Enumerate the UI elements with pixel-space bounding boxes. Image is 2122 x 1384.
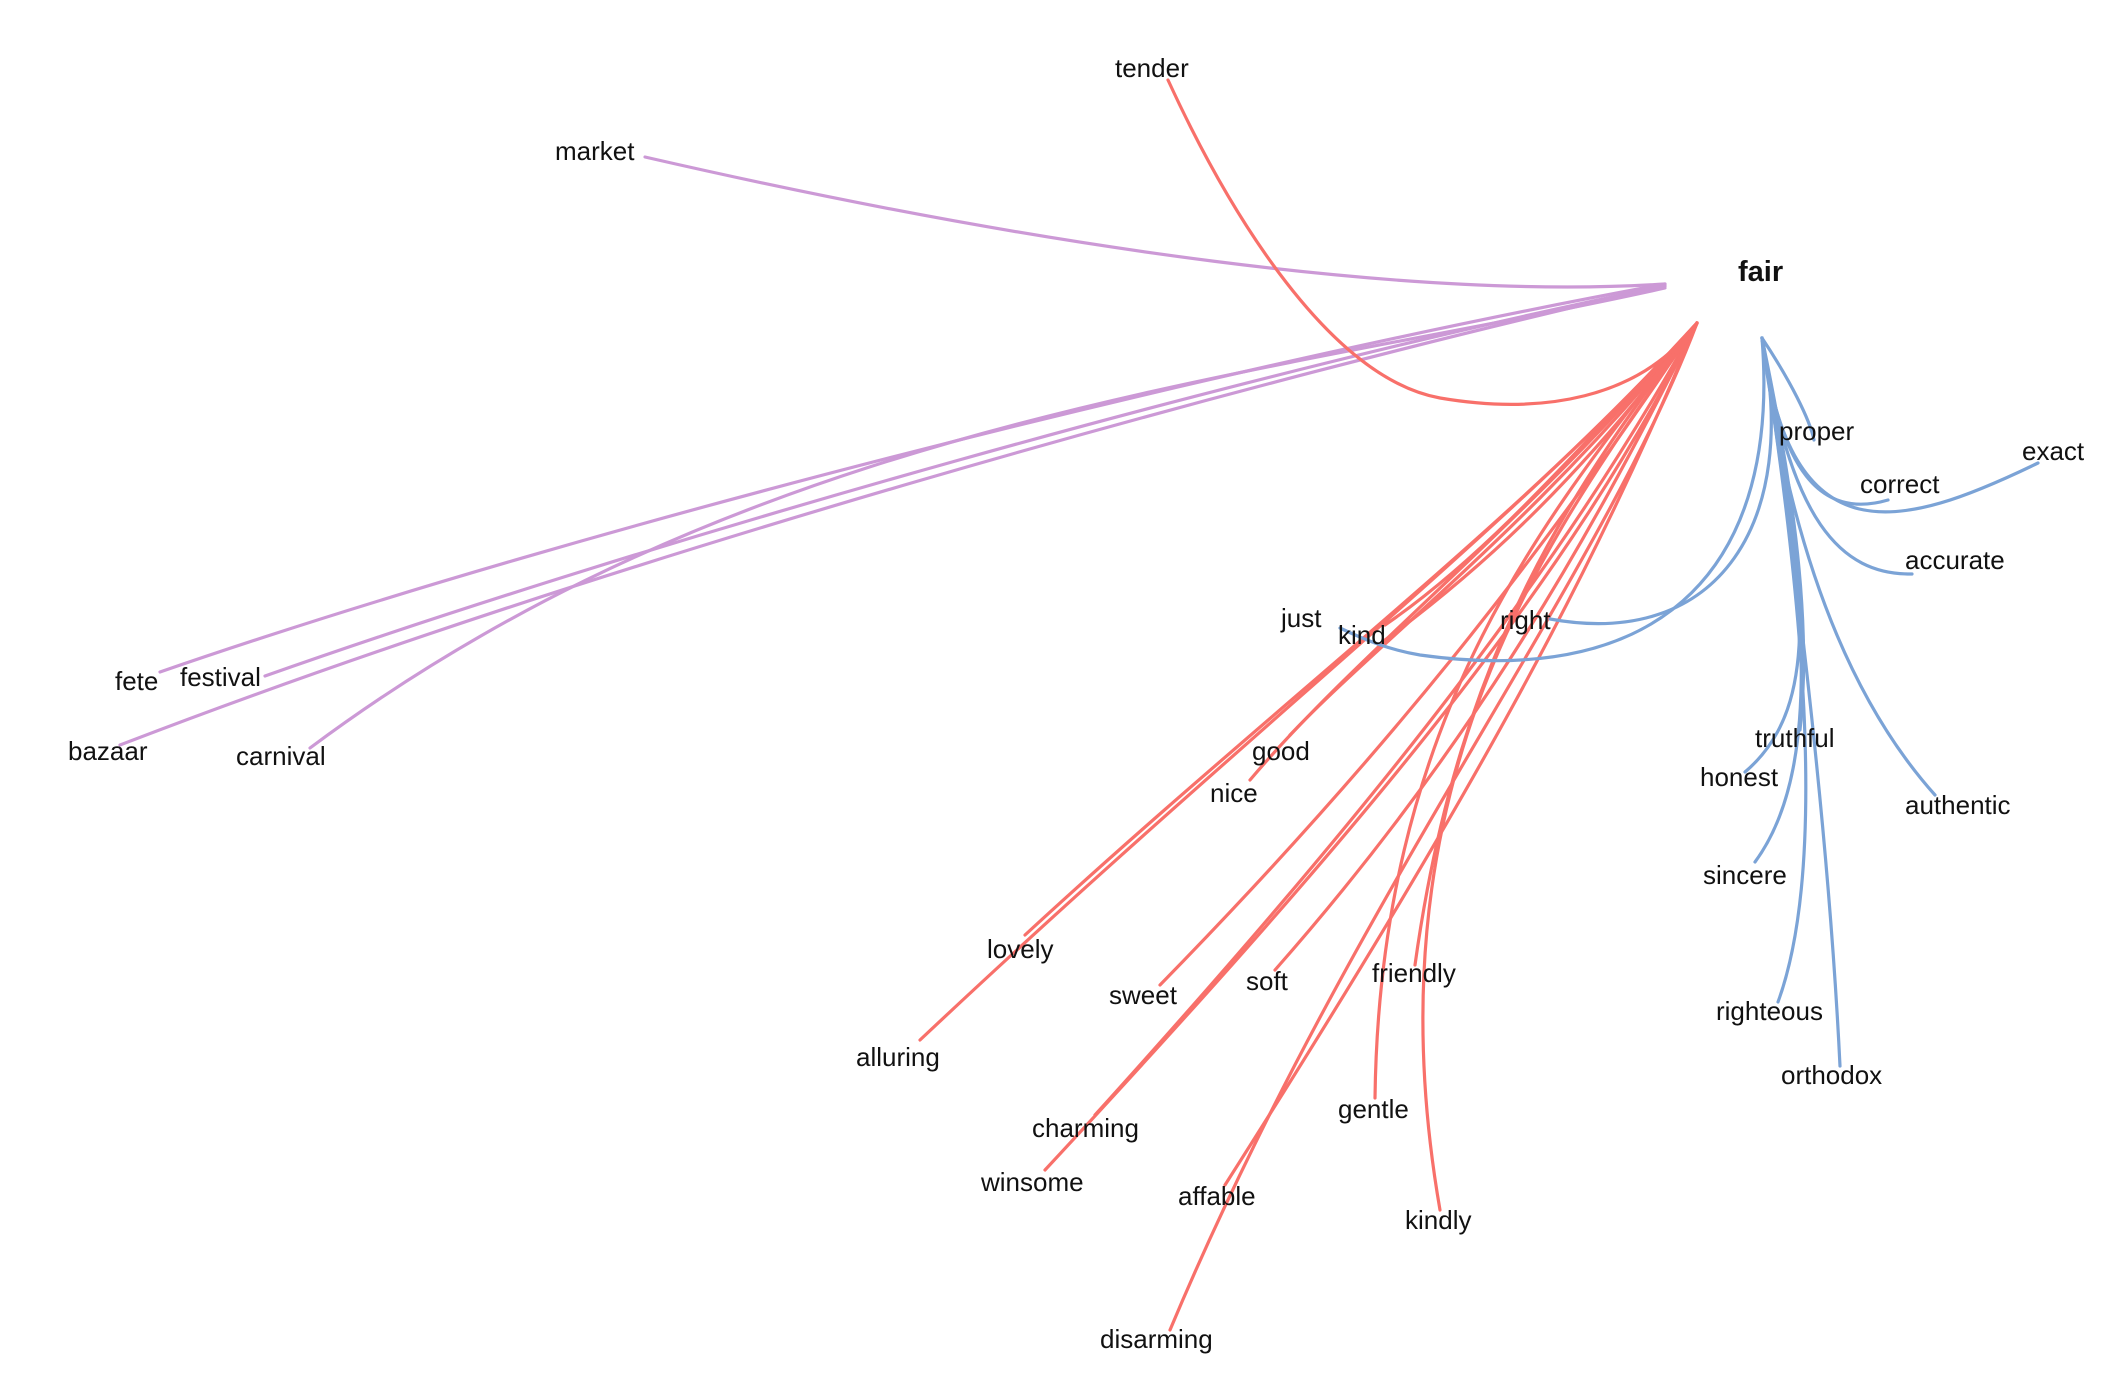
edge-fair-nice bbox=[1248, 321, 1699, 782]
edge-fair-disarming bbox=[1168, 321, 1699, 1332]
word-label-proper[interactable]: proper bbox=[1779, 416, 1854, 446]
edge-extra-0 bbox=[1338, 336, 1766, 663]
word-label-authentic[interactable]: authentic bbox=[1905, 790, 2011, 820]
word-label-honest[interactable]: honest bbox=[1700, 762, 1779, 792]
edge-fair-soft bbox=[1273, 321, 1699, 972]
word-label-exact[interactable]: exact bbox=[2022, 436, 2085, 466]
word-label-lovely[interactable]: lovely bbox=[987, 934, 1053, 964]
edge-fair-orthodox bbox=[1760, 336, 1842, 1068]
word-label-righteous[interactable]: righteous bbox=[1716, 996, 1823, 1026]
word-label-bazaar[interactable]: bazaar bbox=[68, 736, 148, 766]
edge-fair-friendly bbox=[1413, 321, 1699, 967]
word-label-disarming[interactable]: disarming bbox=[1100, 1324, 1213, 1354]
word-label-just[interactable]: just bbox=[1280, 603, 1322, 633]
word-label-sincere[interactable]: sincere bbox=[1703, 860, 1787, 890]
edge-layer bbox=[118, 78, 2040, 1332]
word-label-charming[interactable]: charming bbox=[1032, 1113, 1139, 1143]
center-word-fair[interactable]: fair bbox=[1738, 256, 1783, 288]
word-label-good[interactable]: good bbox=[1252, 736, 1310, 766]
word-label-kind[interactable]: kind bbox=[1338, 620, 1386, 650]
word-label-correct[interactable]: correct bbox=[1860, 469, 1940, 499]
word-label-orthodox[interactable]: orthodox bbox=[1781, 1060, 1882, 1090]
edge-fair-carnival bbox=[308, 286, 1667, 750]
edge-fair-proper bbox=[1760, 336, 1816, 442]
word-label-fete[interactable]: fete bbox=[115, 666, 158, 696]
edge-fair-charming bbox=[1093, 321, 1699, 1117]
word-label-sweet[interactable]: sweet bbox=[1109, 980, 1178, 1010]
word-label-affable[interactable]: affable bbox=[1178, 1181, 1256, 1211]
edge-fair-winsome bbox=[1043, 321, 1699, 1172]
edge-fair-bazaar bbox=[118, 284, 1667, 747]
word-label-kindly[interactable]: kindly bbox=[1405, 1205, 1471, 1235]
edge-fair-market bbox=[643, 155, 1667, 289]
word-label-nice[interactable]: nice bbox=[1210, 778, 1258, 808]
edge-fair-right bbox=[1548, 336, 1773, 626]
word-label-winsome[interactable]: winsome bbox=[980, 1167, 1084, 1197]
edge-fair-tender bbox=[1166, 78, 1699, 406]
word-label-truthful[interactable]: truthful bbox=[1755, 723, 1835, 753]
word-label-soft[interactable]: soft bbox=[1246, 966, 1289, 996]
edge-fair-kindly bbox=[1421, 321, 1699, 1212]
word-label-market[interactable]: market bbox=[555, 136, 635, 166]
word-label-festival[interactable]: festival bbox=[180, 662, 261, 692]
edge-fair-gentle bbox=[1373, 321, 1699, 1100]
word-label-gentle[interactable]: gentle bbox=[1338, 1094, 1409, 1124]
edge-fair-fete bbox=[158, 282, 1667, 674]
word-label-friendly[interactable]: friendly bbox=[1372, 958, 1456, 988]
word-label-tender[interactable]: tender bbox=[1115, 53, 1189, 83]
word-label-alluring[interactable]: alluring bbox=[856, 1042, 940, 1072]
edge-fair-alluring bbox=[918, 321, 1699, 1042]
label-layer: fair market fete festival bazaar carnival ten… bbox=[68, 53, 2085, 1354]
word-label-right[interactable]: right bbox=[1500, 605, 1551, 635]
word-label-accurate[interactable]: accurate bbox=[1905, 545, 2005, 575]
word-label-carnival[interactable]: carnival bbox=[236, 741, 326, 771]
